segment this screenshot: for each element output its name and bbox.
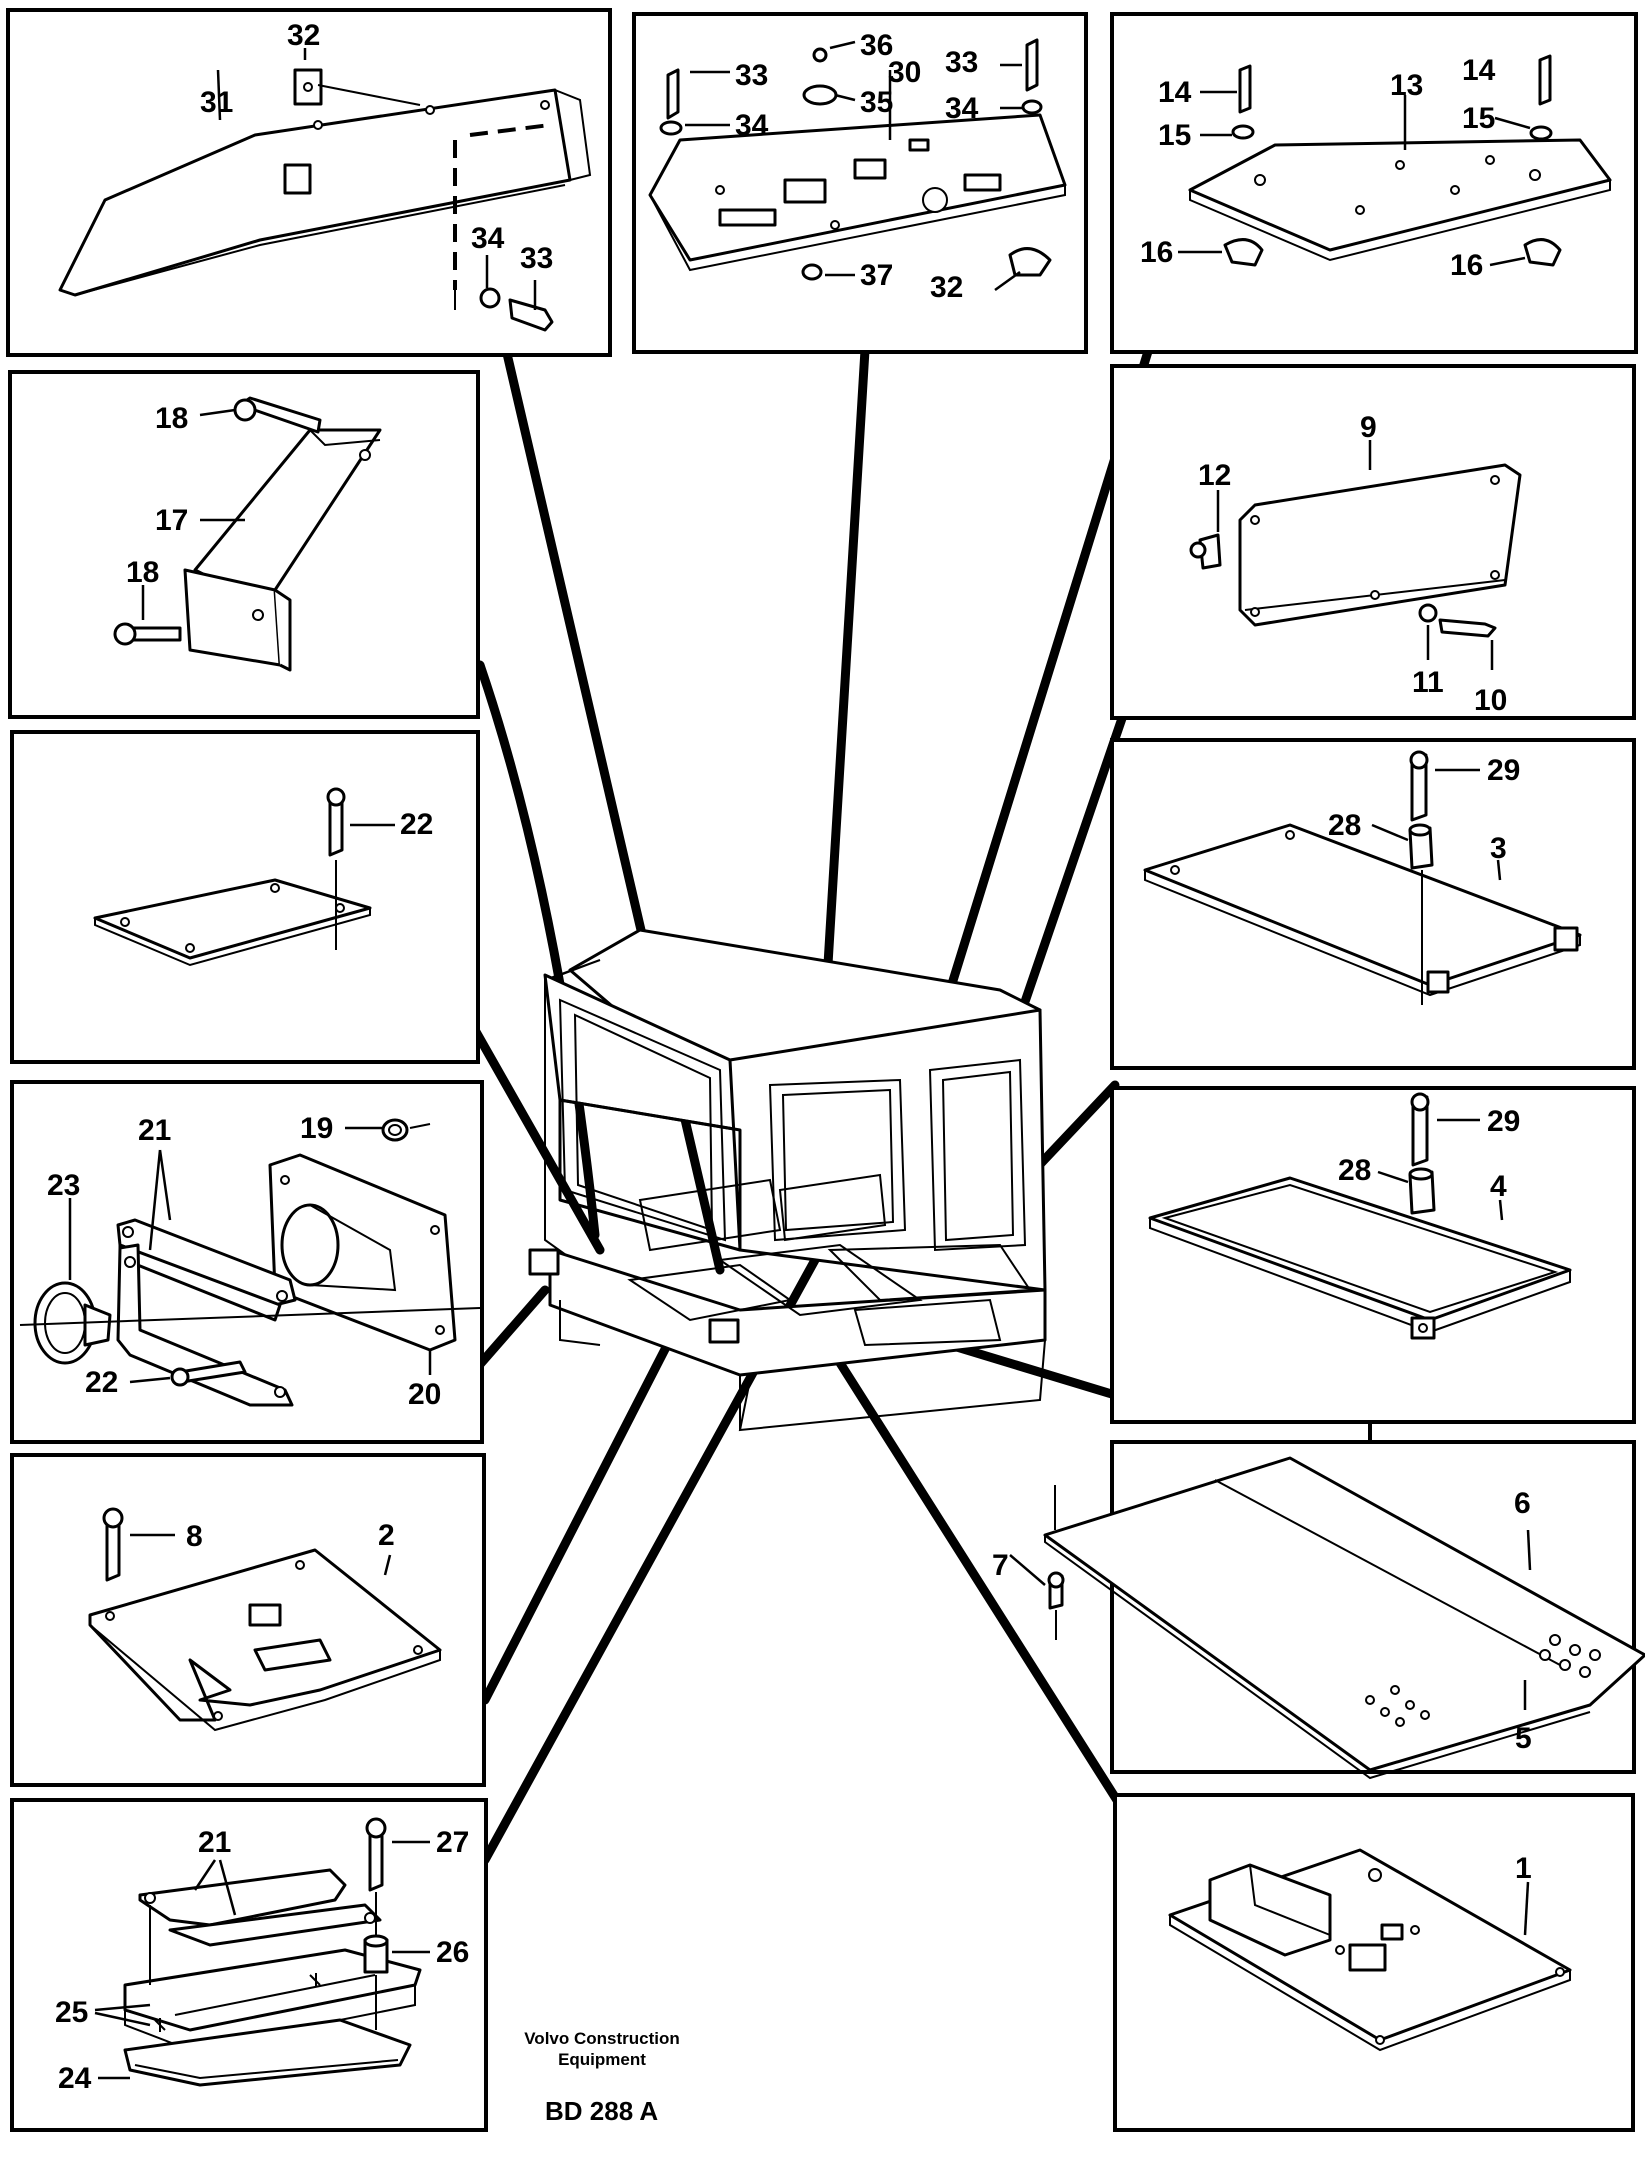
label-25: 25 — [55, 1996, 88, 2029]
label-18a: 18 — [155, 402, 188, 435]
label-19: 19 — [300, 1112, 333, 1145]
label-10: 10 — [1474, 684, 1507, 717]
panel-brackets-20: 21 19 23 22 20 — [10, 1080, 484, 1444]
label-28b: 28 — [1338, 1154, 1371, 1187]
label-9: 9 — [1360, 411, 1377, 444]
panel-cushions-24: 21 27 26 25 24 — [10, 1798, 488, 2132]
label-15a: 15 — [1158, 119, 1191, 152]
company-name-line2: Equipment — [558, 2050, 646, 2069]
cab-overview — [528, 928, 1047, 1432]
label-7: 7 — [992, 1549, 1009, 1582]
label-20: 20 — [408, 1378, 441, 1411]
label-35: 35 — [860, 86, 893, 119]
label-14a: 14 — [1158, 76, 1192, 109]
label-31: 31 — [200, 86, 233, 119]
label-12: 12 — [1198, 459, 1231, 492]
panel-cover-31: 31 32 34 33 — [6, 8, 612, 357]
label-33b: 33 — [945, 46, 978, 79]
label-6: 6 — [1514, 1487, 1531, 1520]
label-34a: 34 — [735, 109, 769, 142]
label-1: 1 — [1515, 1852, 1532, 1885]
label-16b: 16 — [1450, 249, 1483, 282]
label-2: 2 — [378, 1519, 395, 1552]
label-23: 23 — [47, 1169, 80, 1202]
label-21: 21 — [138, 1114, 171, 1147]
connector-lines — [470, 340, 1372, 1865]
label-32b: 32 — [930, 271, 963, 304]
panel-plate-2: 8 2 — [10, 1453, 486, 1787]
label-28: 28 — [1328, 809, 1361, 842]
label-27: 27 — [436, 1826, 469, 1859]
company-name-line1: Volvo Construction — [524, 2029, 680, 2048]
panel-tray-4: 29 28 4 — [1110, 1086, 1636, 1424]
panel-bracket-17: 18 17 18 — [8, 370, 480, 719]
label-16a: 16 — [1140, 236, 1173, 269]
panel-cover-9: 9 12 11 10 — [1110, 364, 1636, 720]
mat-holes — [1365, 1634, 1601, 1727]
panel-plate-22: 22 — [10, 730, 480, 1064]
label-33: 33 — [520, 242, 553, 275]
panel-plate-30: 33 34 36 35 30 33 34 37 32 — [632, 12, 1088, 354]
label-15b: 15 — [1462, 102, 1495, 135]
panel-floor-mat-6: 7 6 5 — [992, 1440, 1645, 1780]
label-29b: 29 — [1487, 1105, 1520, 1138]
label-30: 30 — [888, 56, 921, 89]
label-3: 3 — [1490, 832, 1507, 865]
label-5: 5 — [1515, 1722, 1532, 1755]
label-32: 32 — [287, 19, 320, 52]
label-36: 36 — [860, 29, 893, 62]
label-24: 24 — [58, 2062, 92, 2095]
label-26: 26 — [436, 1936, 469, 1969]
panel-tray-3: 29 28 3 — [1110, 738, 1636, 1070]
label-37: 37 — [860, 259, 893, 292]
label-22: 22 — [400, 808, 433, 841]
label-34: 34 — [471, 222, 505, 255]
label-18b: 18 — [126, 556, 159, 589]
label-29: 29 — [1487, 754, 1520, 787]
panel-plate-1: 1 — [1113, 1793, 1635, 2132]
label-11: 11 — [1412, 666, 1444, 699]
label-21b: 21 — [198, 1826, 231, 1859]
label-8: 8 — [186, 1520, 203, 1553]
label-34b: 34 — [945, 92, 979, 125]
label-17: 17 — [155, 504, 188, 537]
panel-plate-13: 14 15 13 14 15 16 16 — [1110, 12, 1638, 354]
drawing-footer: Volvo Construction Equipment BD 288 A — [524, 2029, 680, 2126]
label-33a: 33 — [735, 59, 768, 92]
label-4: 4 — [1490, 1170, 1507, 1203]
label-22b: 22 — [85, 1366, 118, 1399]
label-13: 13 — [1390, 69, 1423, 102]
drawing-code: BD 288 A — [545, 2096, 658, 2126]
label-14b: 14 — [1462, 54, 1496, 87]
